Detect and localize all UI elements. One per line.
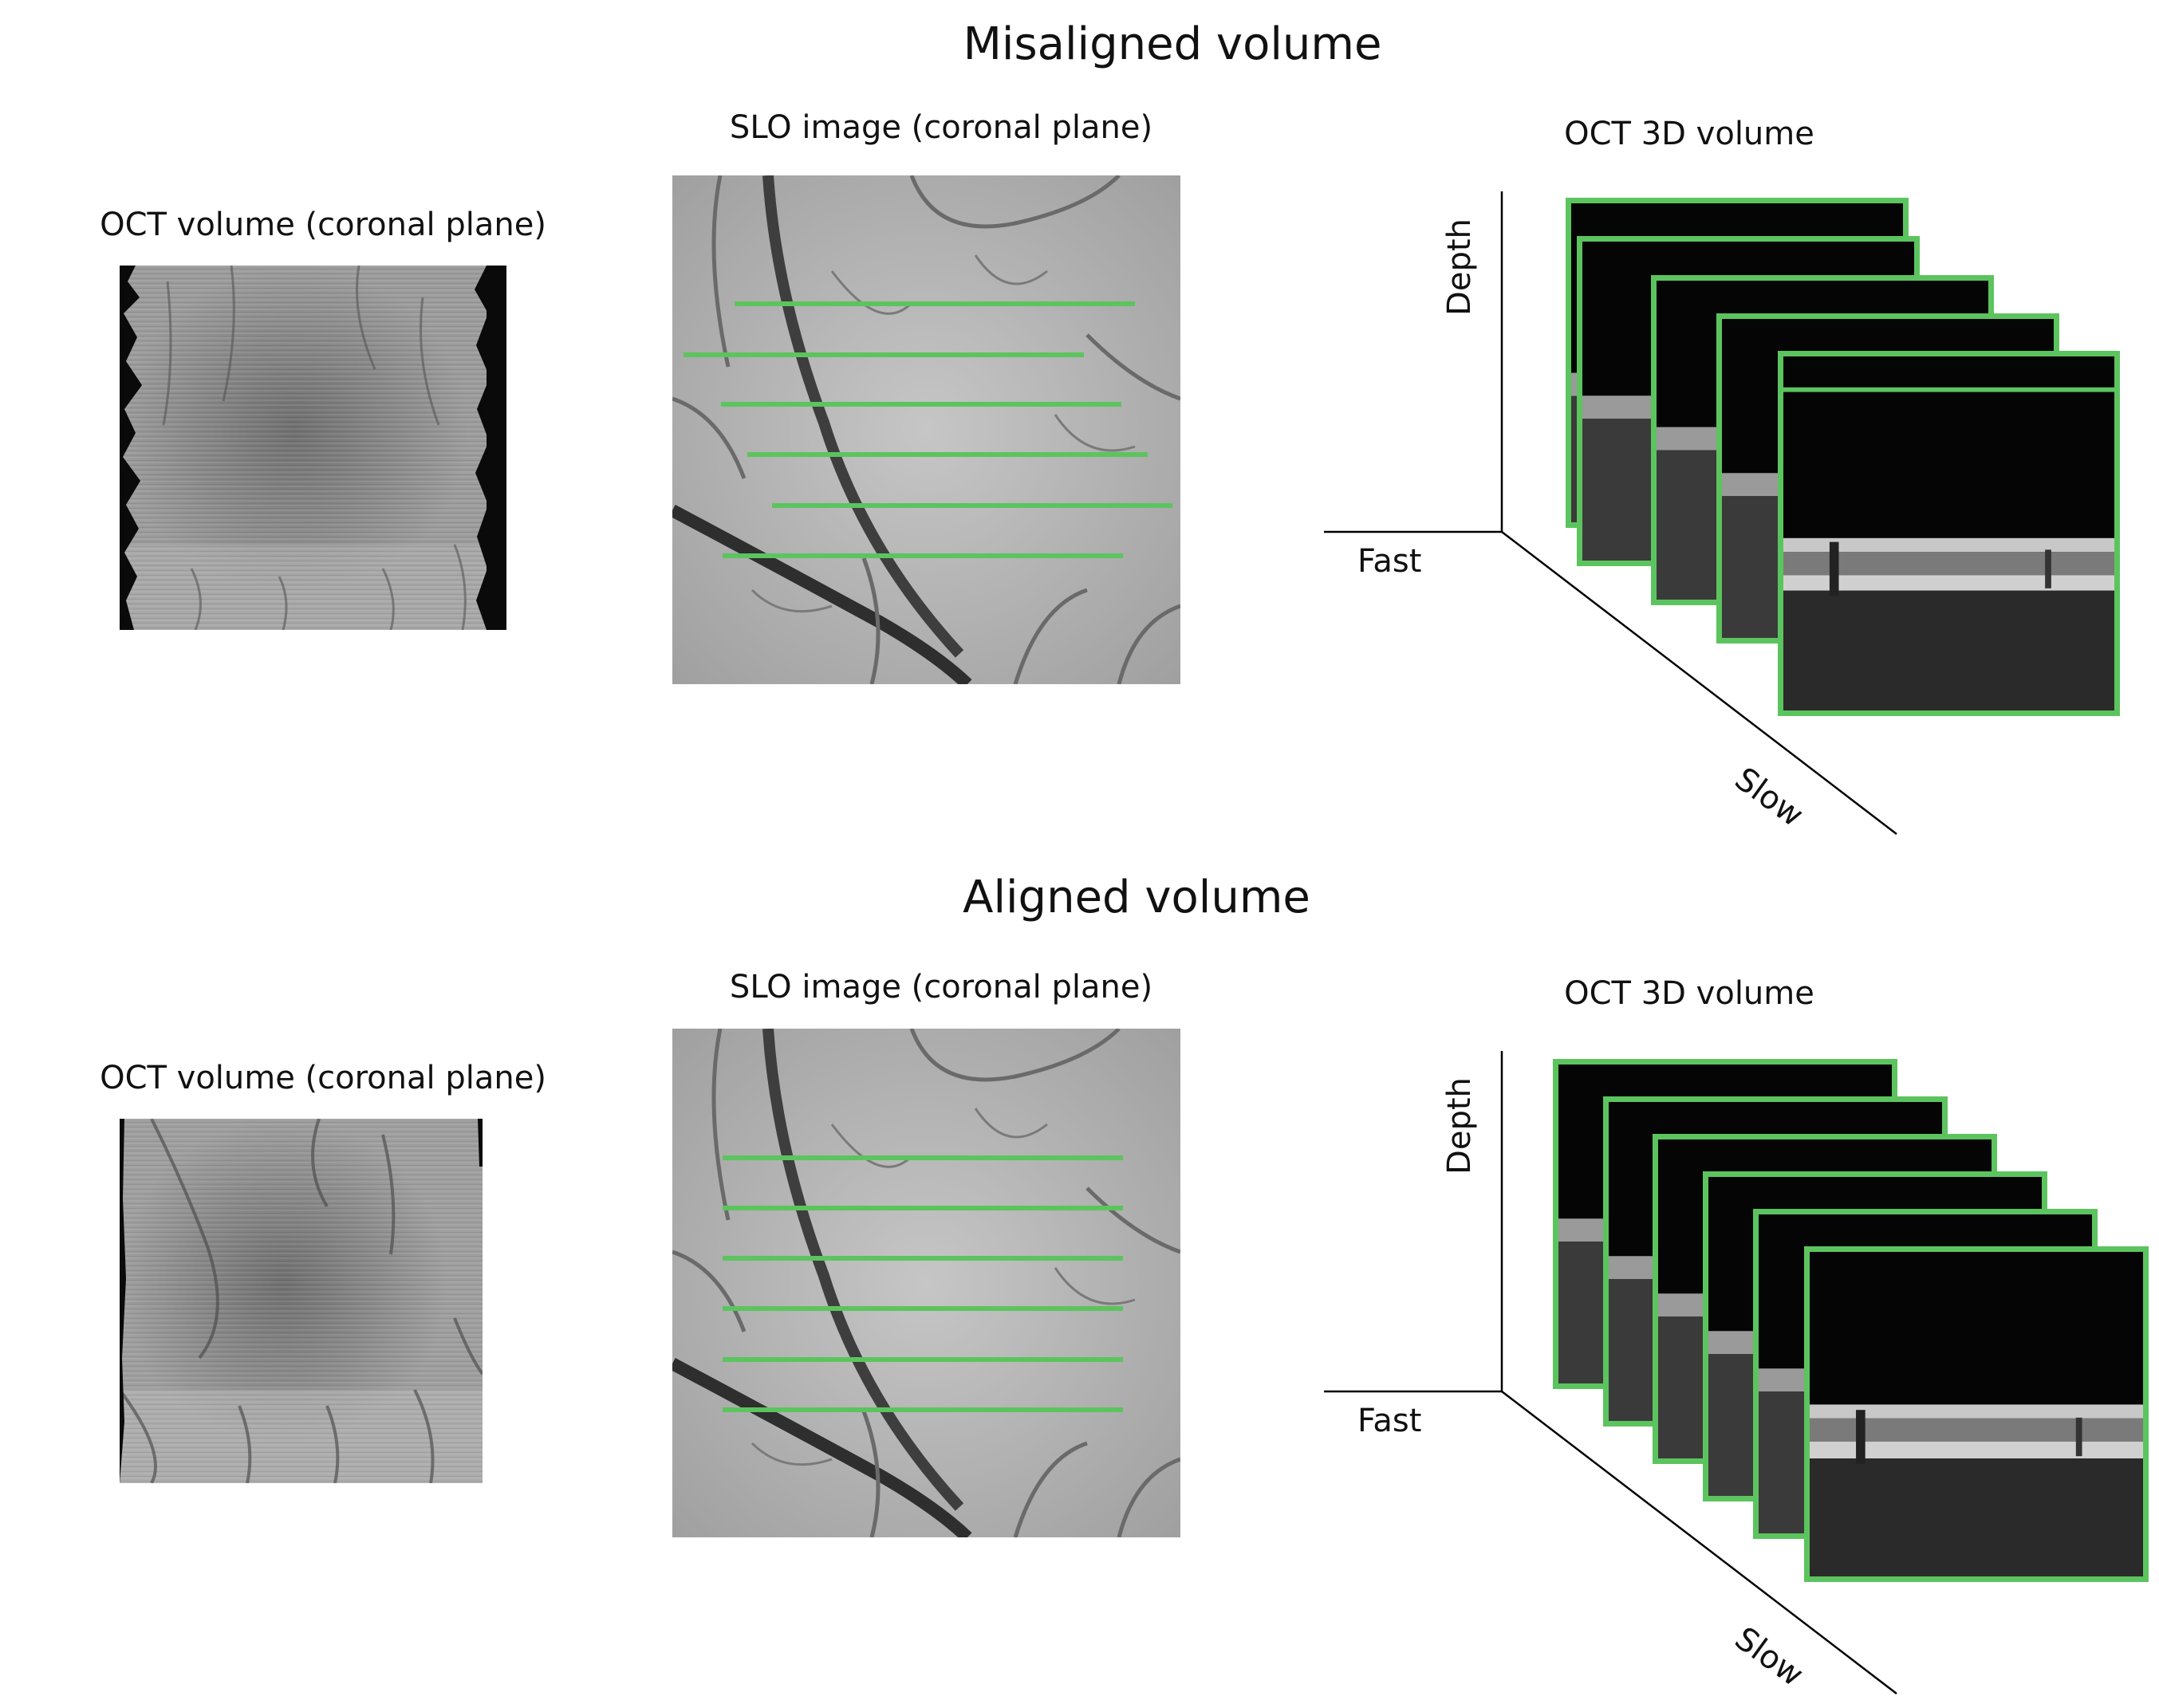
section-title-aligned: Aligned volume (963, 872, 1310, 923)
oct-3d-volume-title: OCT 3D volume (1564, 975, 1814, 1012)
fundus-icon (672, 1029, 1180, 1537)
oct-volume-title: OCT volume (coronal plane) (100, 207, 546, 243)
slo-image-misaligned (672, 175, 1180, 684)
oct-bscan-icon (1810, 1252, 2143, 1576)
bscan-slice-5 (1778, 351, 2120, 716)
oct-volume-title: OCT volume (coronal plane) (100, 1060, 546, 1096)
section-title-misaligned: Misaligned volume (963, 18, 1382, 70)
retina-enface-icon (120, 266, 506, 630)
fundus-icon (672, 175, 1180, 684)
axis-label-fast: Fast (1357, 1403, 1422, 1439)
oct-enface-image-aligned (120, 1119, 483, 1483)
oct-bscan-icon (1783, 356, 2114, 710)
slo-image-title: SLO image (coronal plane) (729, 969, 1153, 1006)
oct-3d-volume-title: OCT 3D volume (1564, 116, 1814, 152)
bscan-slice-6 (1804, 1246, 2149, 1582)
retina-enface-icon (120, 1119, 483, 1483)
axis-label-depth: Depth (1441, 1077, 1478, 1175)
slo-image-title: SLO image (coronal plane) (729, 109, 1153, 146)
slo-image-aligned (672, 1029, 1180, 1537)
oct-enface-image-misaligned (120, 266, 506, 630)
axis-label-fast: Fast (1357, 543, 1422, 580)
